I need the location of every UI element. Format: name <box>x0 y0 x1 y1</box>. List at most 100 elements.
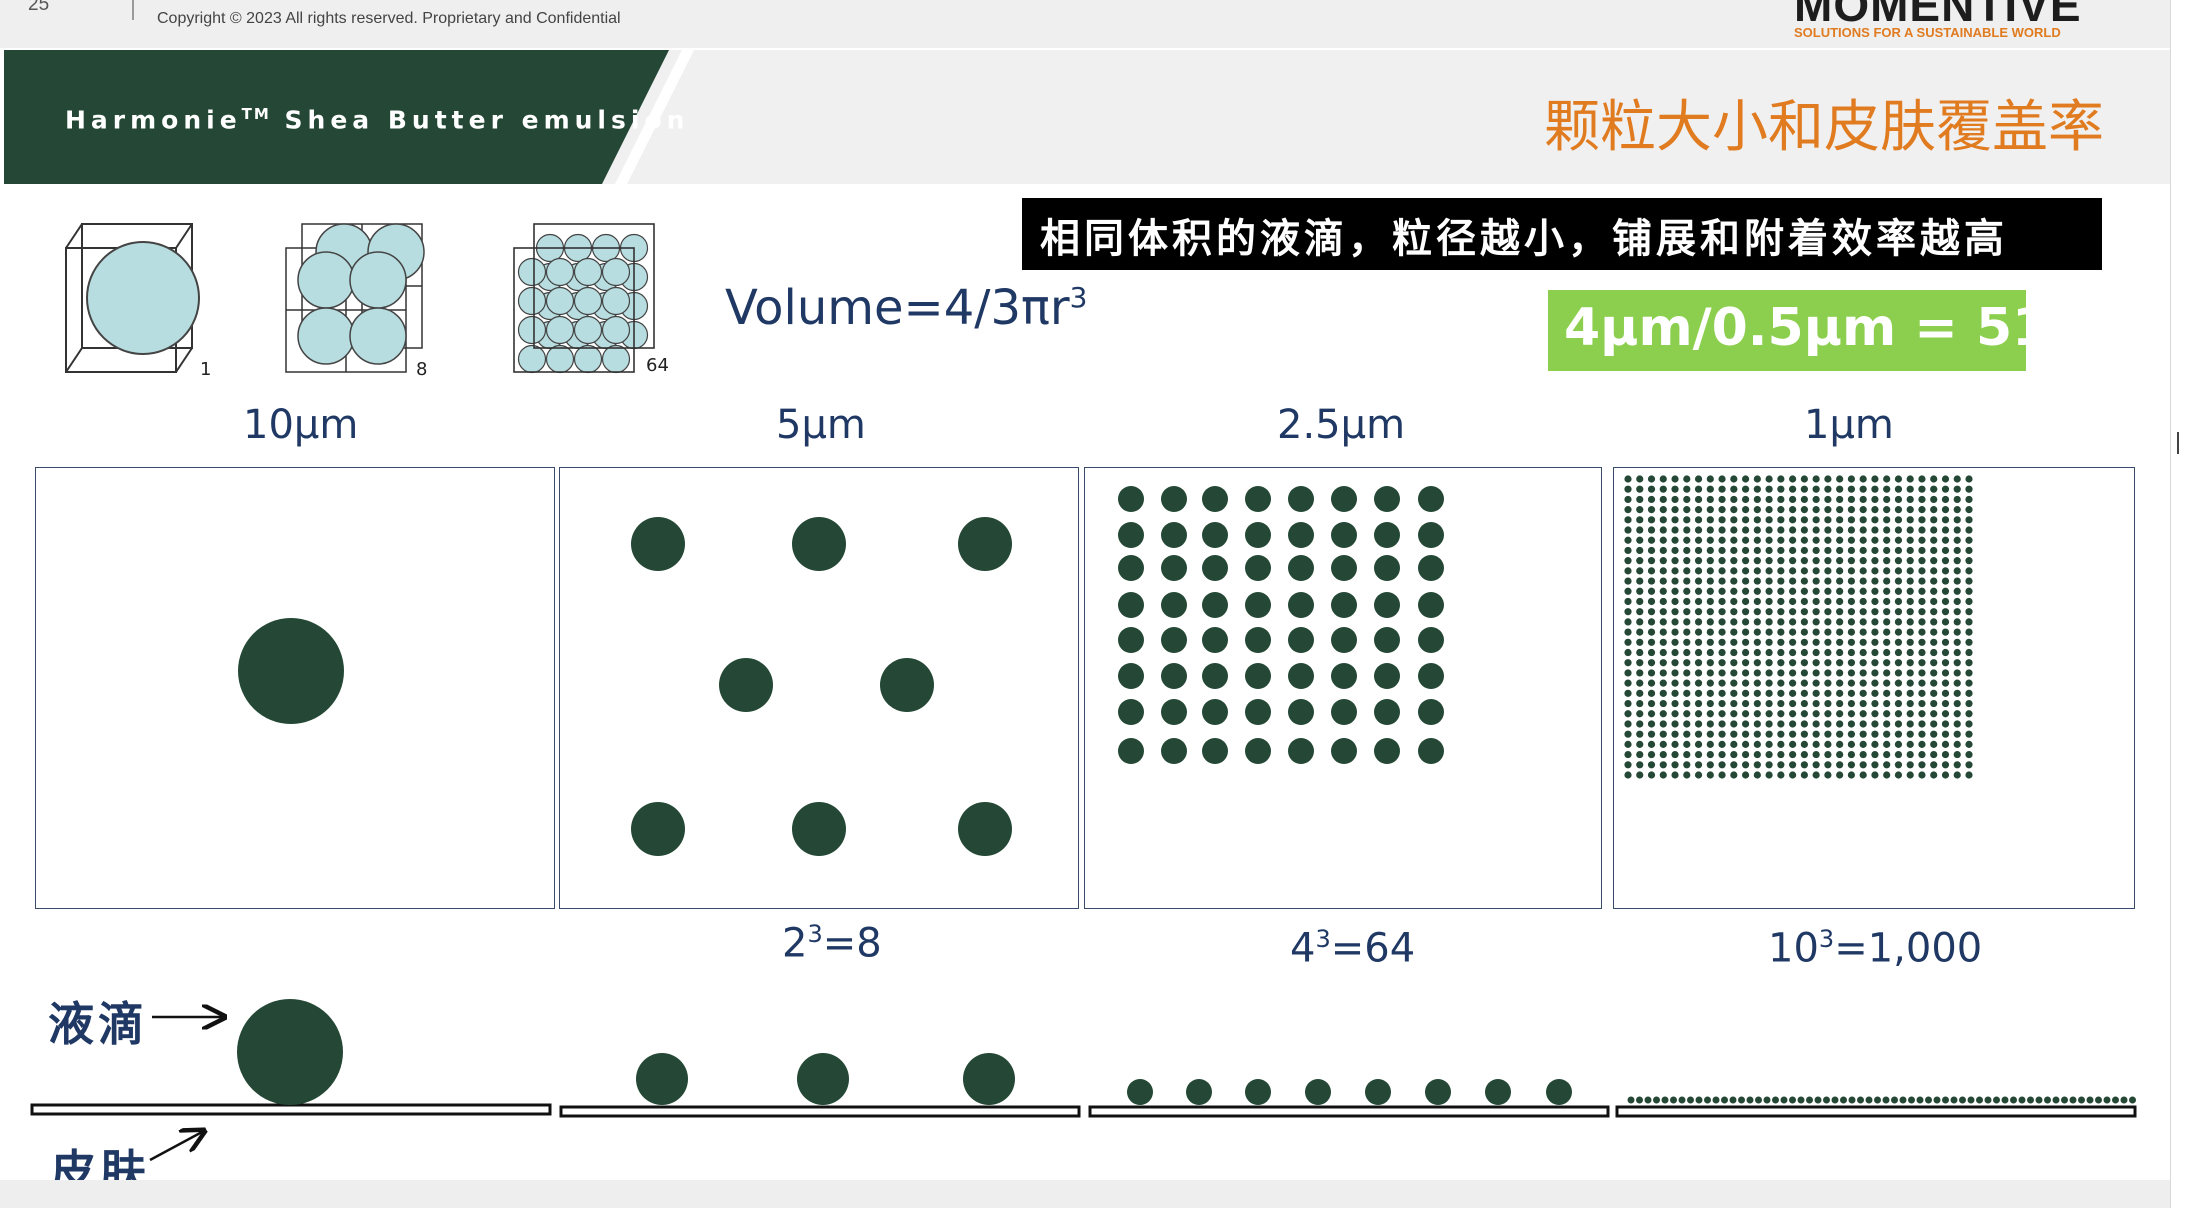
droplet <box>1671 771 1679 779</box>
droplet <box>1694 495 1703 504</box>
droplet-panel-1um <box>1613 467 2135 909</box>
droplet <box>1374 592 1400 618</box>
droplet <box>1694 771 1703 779</box>
droplet <box>1683 567 1691 575</box>
droplet <box>1647 546 1656 555</box>
droplet <box>1812 485 1820 493</box>
droplet <box>1659 546 1667 555</box>
droplet <box>1671 597 1679 606</box>
skin-droplet <box>2078 1096 2085 1104</box>
droplet <box>1789 699 1797 708</box>
droplet <box>1659 608 1667 616</box>
droplet <box>1730 659 1738 667</box>
droplet <box>1706 730 1714 738</box>
droplet <box>1789 710 1797 718</box>
droplet <box>1730 689 1738 697</box>
droplet <box>1245 522 1271 548</box>
droplet <box>1800 720 1808 728</box>
droplet <box>1812 771 1820 779</box>
skin-droplet <box>1814 1096 1822 1104</box>
droplet <box>1647 669 1656 677</box>
droplet <box>1953 536 1961 544</box>
droplet <box>1965 771 1973 779</box>
droplet <box>1871 720 1879 728</box>
droplet <box>1683 710 1691 718</box>
droplet <box>1871 771 1879 779</box>
droplet <box>1883 699 1891 708</box>
droplet <box>1741 648 1750 657</box>
droplet <box>1777 740 1785 748</box>
droplet <box>1636 720 1644 728</box>
droplet <box>1706 475 1714 483</box>
droplet <box>1812 648 1820 657</box>
droplet <box>1288 592 1314 618</box>
droplet <box>1683 526 1691 534</box>
droplet <box>1941 638 1950 646</box>
droplet <box>1836 495 1844 504</box>
droplet <box>1883 771 1891 779</box>
droplet <box>1871 546 1879 555</box>
droplet <box>1906 730 1914 738</box>
droplet <box>1941 648 1950 657</box>
droplet <box>1706 689 1714 697</box>
droplet <box>1883 597 1891 606</box>
droplet <box>1659 495 1667 504</box>
droplet <box>1953 526 1961 534</box>
droplet <box>1636 679 1644 687</box>
droplet <box>1730 577 1738 585</box>
droplet <box>1730 485 1738 493</box>
droplet <box>1953 577 1961 585</box>
droplet <box>1671 750 1679 759</box>
droplet <box>1883 577 1891 585</box>
droplet <box>1331 522 1357 548</box>
droplet <box>1718 648 1726 657</box>
size-label-2-5um: 2.5μm <box>1277 402 1406 448</box>
droplet <box>1894 618 1903 626</box>
droplet <box>1730 679 1738 687</box>
droplet <box>1161 555 1187 581</box>
droplet <box>1883 689 1891 697</box>
droplet <box>1941 720 1950 728</box>
droplet <box>1800 567 1808 575</box>
droplet <box>1859 516 1867 524</box>
droplet <box>1847 506 1856 514</box>
droplet <box>1624 516 1632 524</box>
droplet <box>1930 750 1938 759</box>
droplet <box>1894 516 1903 524</box>
droplet <box>1683 679 1691 687</box>
cube-count-8: 8 <box>416 359 427 378</box>
droplet <box>1824 740 1832 748</box>
skin-droplet <box>1976 1096 1983 1104</box>
droplet <box>1847 669 1856 677</box>
droplet <box>1753 475 1761 483</box>
droplet <box>1741 710 1750 718</box>
droplet <box>1683 506 1691 514</box>
droplet <box>1953 495 1961 504</box>
droplet <box>1694 761 1703 769</box>
droplet <box>1753 771 1761 779</box>
droplet <box>1671 536 1679 544</box>
droplet <box>1753 689 1761 697</box>
droplet <box>1906 587 1914 595</box>
droplet <box>1800 638 1808 646</box>
droplet <box>1718 720 1726 728</box>
droplet <box>1741 485 1750 493</box>
droplet <box>1859 506 1867 514</box>
droplet <box>1753 761 1761 769</box>
droplet <box>1883 506 1891 514</box>
droplet <box>1883 546 1891 555</box>
droplet <box>1671 618 1679 626</box>
droplet <box>1847 618 1856 626</box>
droplet <box>1741 475 1750 483</box>
droplet <box>1918 750 1926 759</box>
droplet <box>1647 679 1656 687</box>
droplet <box>1659 618 1667 626</box>
droplet <box>1647 761 1656 769</box>
droplet <box>1789 608 1797 616</box>
droplet <box>1245 738 1271 764</box>
droplet <box>1671 587 1679 595</box>
droplet <box>1941 740 1950 748</box>
droplet <box>1871 526 1879 534</box>
droplet <box>1706 710 1714 718</box>
droplet <box>1789 628 1797 636</box>
